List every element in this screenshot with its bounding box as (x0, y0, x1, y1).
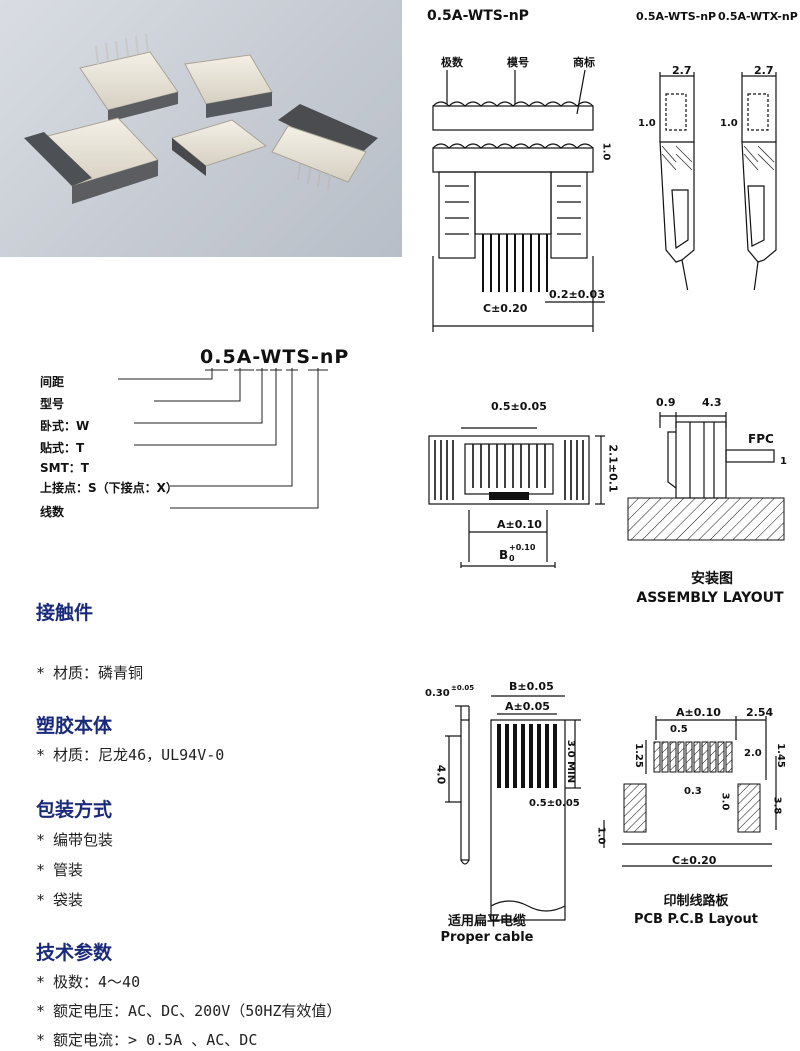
front-drawing-title: 0.5A-WTS-nP (427, 8, 529, 24)
top-view-drawing: 0.5±0.05 2.1±0.1 A±0.10 B +0.10 0 (425, 392, 625, 582)
side-view-wts-title: 0.5A-WTS-nP (636, 10, 717, 23)
top-view-pitch: 0.5±0.05 (491, 400, 547, 413)
code-label-contact: 上接点：S（下接点：X） (40, 481, 178, 495)
code-label-model: 型号 (40, 397, 65, 411)
side-view-wts-height: 1.0 (638, 118, 656, 129)
assembly-drawing: 0.9 4.3 FPC 1 安装图 ASSEMBLY LAYOUT (620, 392, 800, 622)
assembly-fpc-height: 1 (780, 456, 787, 467)
assembly-dim-right: 4.3 (702, 396, 722, 409)
pcb-drawing: A±0.10 2.54 0.5 1.25 2.0 1.45 0.3 3.0 3.… (595, 700, 796, 950)
assembly-fpc: FPC (748, 432, 774, 446)
dim-1: 1.0 (600, 142, 612, 161)
label-brand: 商标 (573, 56, 595, 69)
code-leader-lines (118, 368, 328, 509)
section-heading-packaging: 包装方式 (36, 799, 113, 821)
code-label-lines: 线数 (40, 505, 65, 519)
dim-c: C±0.20 (483, 302, 528, 315)
cable-width-a: A±0.05 (505, 700, 550, 713)
assembly-title-cn: 安装图 (691, 571, 733, 587)
cable-drawing: 0.30 ±0.05 4.0 B±0.05 A±0.05 3.0 MIN 0.5… (425, 676, 595, 966)
list-item: *材质：磷青铜 (36, 664, 144, 682)
cable-thickness-tol: ±0.05 (451, 684, 475, 692)
side-view-wts: 0.5A-WTS-nP 2.7 1.0 (636, 10, 716, 290)
section-heading-plastic-body: 塑胶本体 (36, 715, 113, 737)
pcb-title-cn: 印制线路板 (663, 894, 729, 909)
side-view-wtx-title: 0.5A-WTX-nP (718, 10, 798, 23)
dim-pin-width: 0.2±0.03 (549, 288, 605, 301)
cable-title-en: Proper cable (440, 930, 534, 945)
section-heading-contact: 接触件 (36, 602, 94, 624)
list-item: *额定电压：AC、DC、200V（50HZ有效值） (36, 1002, 342, 1020)
product-photo (0, 0, 402, 257)
list-item: *管装 (36, 861, 84, 879)
label-mold: 模号 (507, 56, 529, 69)
side-view-wtx-height: 1.0 (720, 118, 738, 129)
side-view-wtx: 0.5A-WTX-nP 2.7 1.0 (718, 10, 798, 290)
code-title: 0.5A-WTS-nP (200, 346, 350, 368)
pcb-title-en: PCB P.C.B Layout (633, 912, 759, 927)
list-item: *额定电流：> 0.5A 、AC、DC (36, 1031, 258, 1049)
front-drawing-lines (432, 69, 605, 332)
pcb-pad-width: 0.3 (684, 786, 702, 797)
list-item: *材质：尼龙46，UL94V-0 (36, 746, 225, 764)
front-drawing: 0.5A-WTS-nP 极数 模号 商标 C±0.20 0.2±0.03 1.0 (425, 6, 612, 336)
assembly-title-en: ASSEMBLY LAYOUT (636, 590, 784, 606)
code-label-pitch: 间距 (40, 375, 65, 389)
code-label-smt: SMT：T (40, 461, 89, 475)
cable-thickness: 0.30 (425, 688, 450, 699)
cable-title-cn: 适用扁平电缆 (447, 914, 526, 929)
pcb-pitch: 0.5 (670, 724, 688, 735)
label-poles: 极数 (441, 56, 463, 69)
code-label-horizontal: 卧式：W (40, 419, 90, 433)
pcb-w20: 2.0 (744, 748, 762, 759)
top-view-dim-b: B (499, 548, 509, 562)
code-label-surface: 贴式：T (40, 441, 85, 455)
list-item: *袋装 (36, 891, 84, 909)
pcb-dim-a: A±0.10 (676, 706, 721, 719)
side-view-wtx-width: 2.7 (754, 64, 774, 77)
cable-pitch: 0.5±0.05 (529, 798, 580, 809)
list-item: *编带包装 (36, 831, 114, 849)
cable-width-b: B±0.05 (509, 680, 554, 693)
side-view-wts-width: 2.7 (672, 64, 692, 77)
pcb-dim-c: C±0.20 (672, 854, 717, 867)
assembly-dim-left: 0.9 (656, 396, 676, 409)
list-item: *极数：4～40 (36, 973, 141, 991)
top-view-dim-a: A±0.10 (497, 518, 542, 531)
top-view-dim-b-tol2: 0 (509, 554, 515, 563)
top-view-dim-b-tol: +0.10 (509, 543, 536, 552)
pcb-dim-right: 2.54 (746, 706, 774, 719)
section-heading-tech-params: 技术参数 (36, 942, 113, 964)
